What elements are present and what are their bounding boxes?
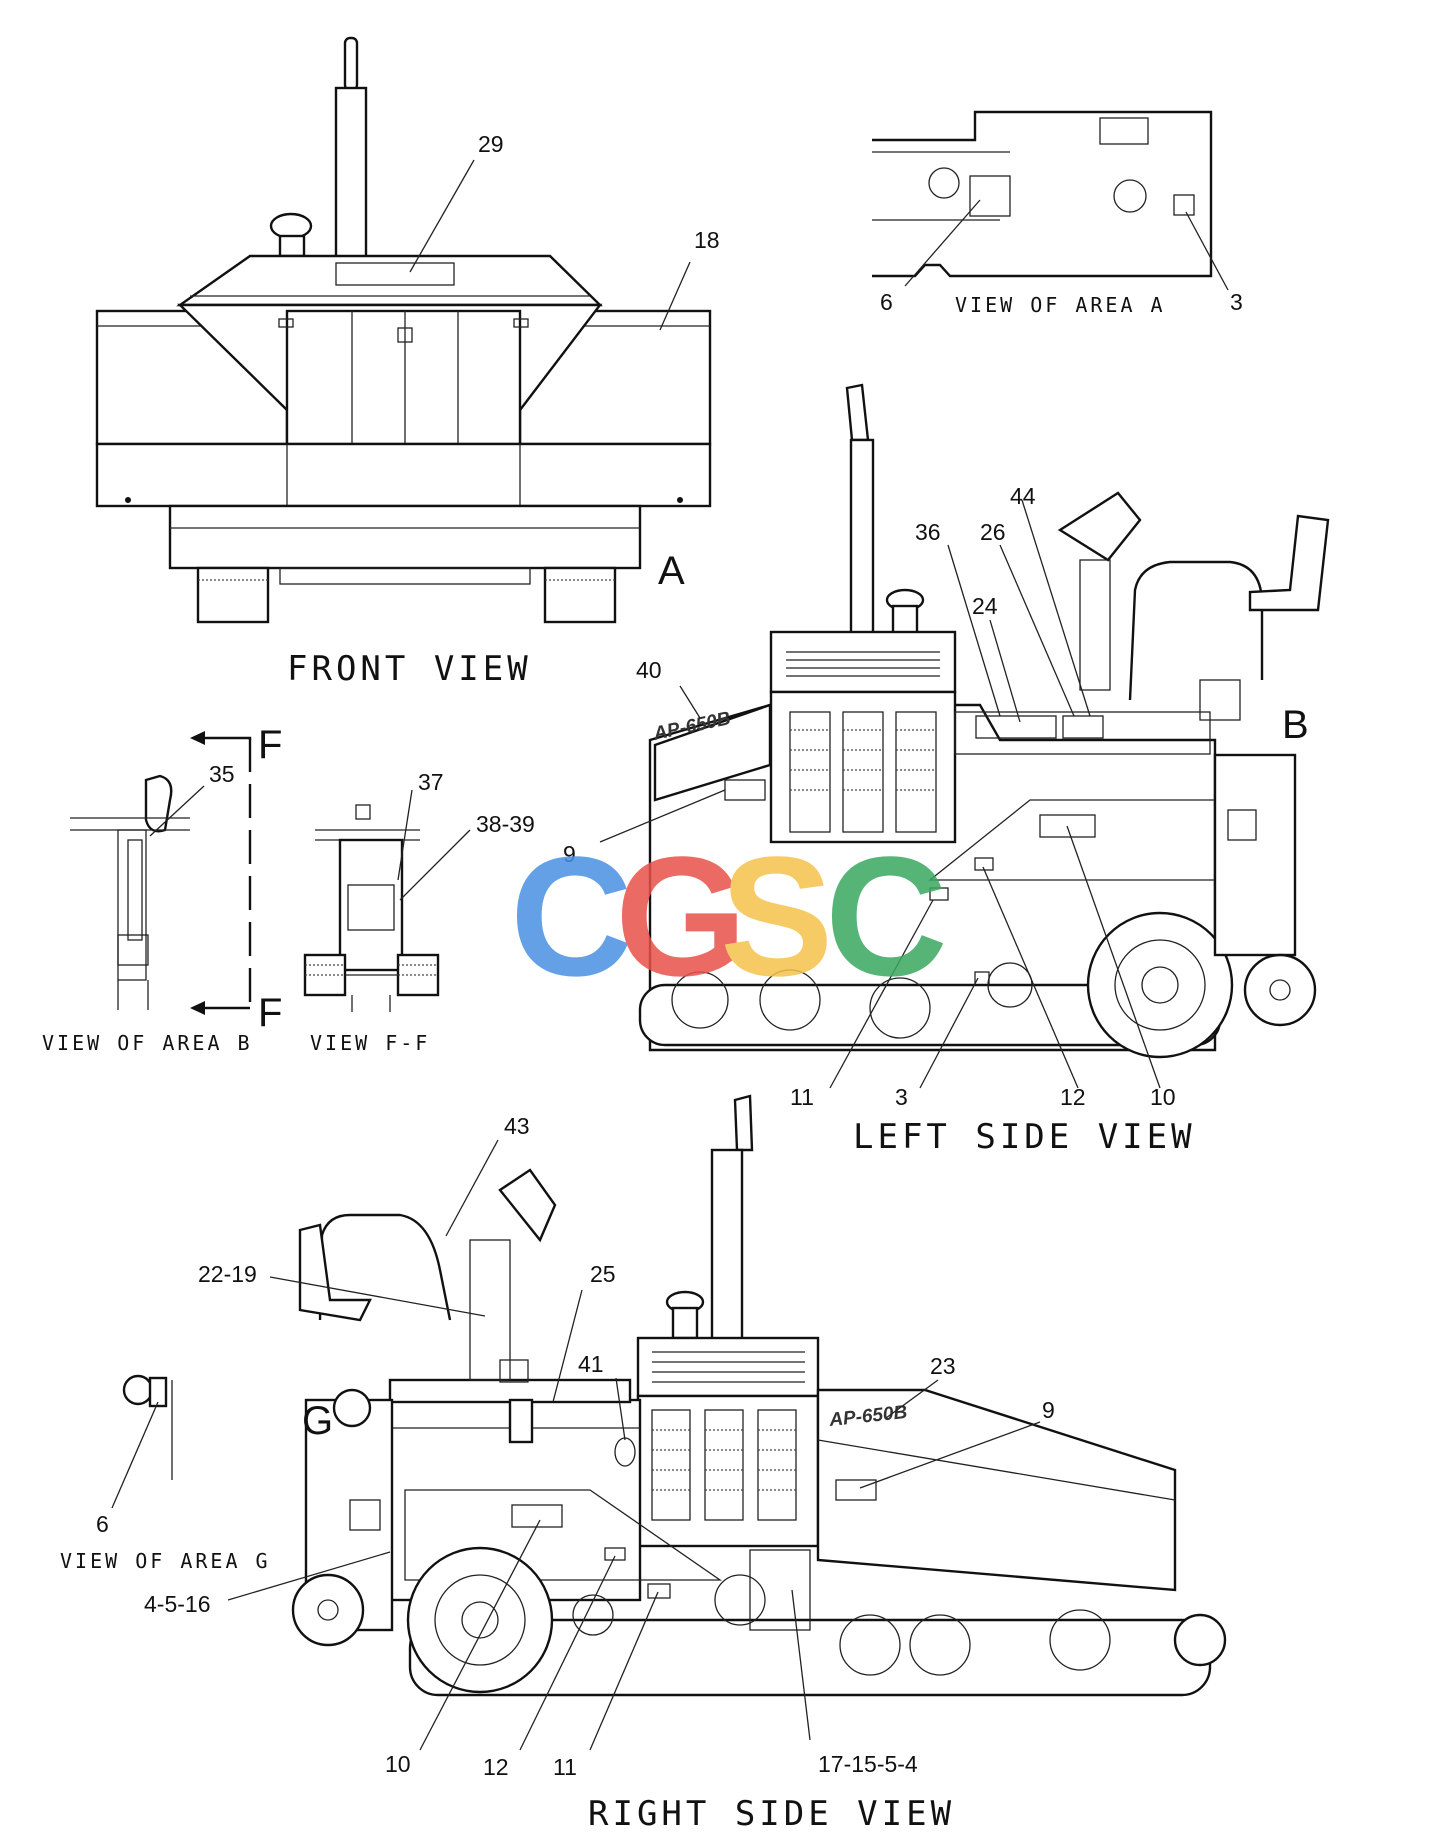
callout-4-5-16: 4-5-16 [144, 1591, 210, 1617]
callout-g-6: 6 [96, 1511, 109, 1537]
callout-23: 23 [930, 1353, 956, 1379]
callout-18: 18 [694, 227, 720, 253]
callout-right-12: 12 [483, 1754, 509, 1780]
right-side-view-title: RIGHT SIDE VIEW [588, 1794, 955, 1834]
leader-b-35 [149, 785, 205, 837]
leader-a-3 [1185, 211, 1229, 291]
watermark: C G S C [510, 822, 948, 1012]
callout-43: 43 [504, 1113, 530, 1139]
callout-36: 36 [915, 519, 941, 545]
callout-24: 24 [972, 593, 998, 619]
callout-40: 40 [636, 657, 662, 683]
callout-22-19: 22-19 [198, 1261, 257, 1287]
callout-26: 26 [980, 519, 1006, 545]
callout-a-3: 3 [1230, 289, 1243, 315]
callout-left-10: 10 [1150, 1084, 1176, 1110]
callout-44: 44 [1010, 483, 1036, 509]
right-side-view-drawing [291, 1094, 1227, 1697]
leader-g-6 [111, 1401, 159, 1509]
callout-a-6: 6 [880, 289, 893, 315]
area-a-title: VIEW OF AREA A [955, 293, 1166, 317]
callout-right-10: 10 [385, 1751, 411, 1777]
callout-right-9: 9 [1042, 1397, 1055, 1423]
leader-front-18 [659, 261, 691, 331]
watermark-letter-4: C [825, 822, 948, 1012]
area-g-title: VIEW OF AREA G [60, 1549, 271, 1573]
front-view-drawing [95, 36, 712, 624]
area-letter-a: A [658, 549, 685, 593]
callout-35: 35 [209, 761, 235, 787]
watermark-letter-1: C [510, 822, 633, 1012]
area-letter-f-top: F [258, 723, 282, 767]
left-side-leaders [599, 499, 1161, 1089]
area-letter-f-bottom: F [258, 991, 282, 1035]
watermark-letter-3: S [720, 822, 833, 1012]
area-b-title: VIEW OF AREA B [42, 1031, 253, 1055]
callout-right-11: 11 [553, 1754, 577, 1780]
callout-41: 41 [578, 1351, 604, 1377]
area-letter-b: B [1282, 703, 1309, 747]
left-side-view-title: LEFT SIDE VIEW [853, 1117, 1196, 1157]
front-view-title: FRONT VIEW [287, 649, 532, 689]
area-a-drawing [872, 110, 1213, 278]
view-ff-title: VIEW F-F [310, 1031, 430, 1055]
right-side-leaders [227, 1139, 1041, 1751]
area-letter-g: G [302, 1399, 333, 1443]
callout-38-39: 38-39 [476, 811, 535, 837]
callout-17-15-5-4: 17-15-5-4 [818, 1751, 918, 1777]
leader-front-29 [409, 159, 475, 273]
callout-29: 29 [478, 131, 504, 157]
watermark-letter-2: G [615, 822, 747, 1012]
left-side-view-drawing [638, 383, 1330, 1059]
callout-left-12: 12 [1060, 1084, 1086, 1110]
leader-a-6 [904, 199, 981, 287]
callout-left-9: 9 [563, 841, 576, 867]
callout-37: 37 [418, 769, 444, 795]
callout-25: 25 [590, 1261, 616, 1287]
callout-left-11: 11 [790, 1084, 814, 1110]
leader-ff-38-39 [399, 829, 471, 901]
area-g-drawing [122, 1374, 173, 1480]
leader-ff-37 [397, 789, 413, 881]
callout-left-3: 3 [895, 1084, 908, 1110]
view-ff-drawing [303, 804, 440, 1012]
